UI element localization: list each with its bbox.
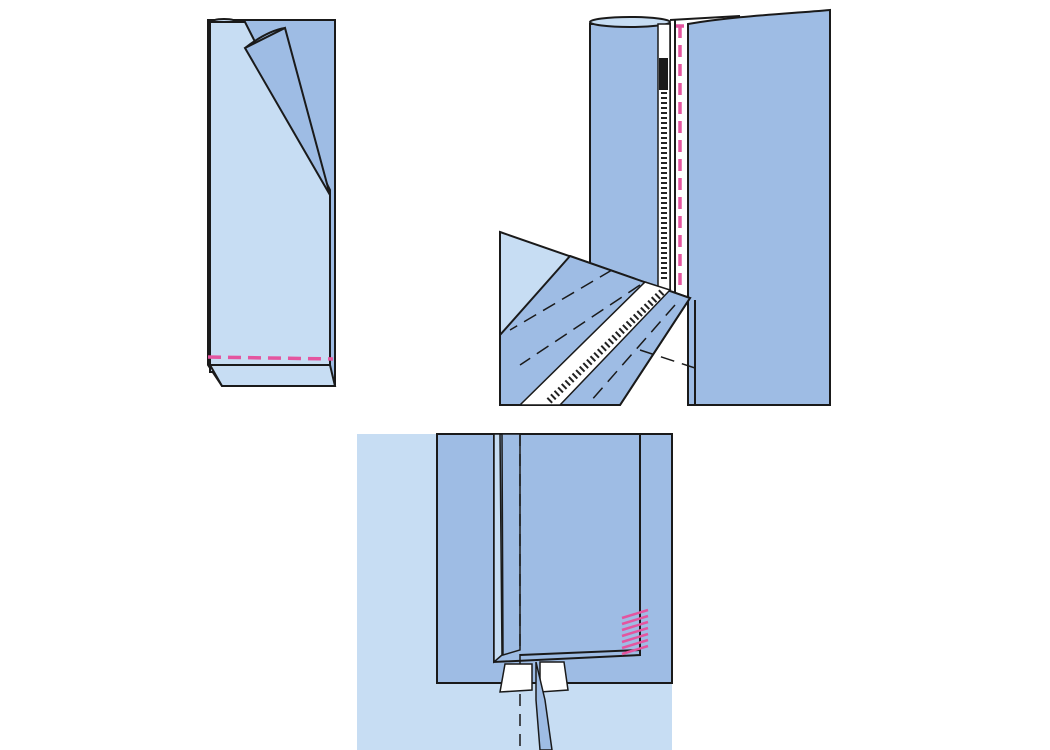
step-2-right-panel [687,8,831,406]
step-3-tape-end-right [539,661,569,693]
step-2-zipper-stop [659,58,668,90]
step-2-zipper-teeth-diagonal [545,289,665,405]
step-1-flap-curl [244,27,286,49]
step-3-tape-end-left [499,663,533,693]
step-3-opening-split [535,661,553,750]
step-3-inner-bottom-edge [519,649,641,656]
step-2-band-stitch-1 [509,269,613,331]
step-1-front-layer [209,21,331,373]
step-2-top-roll [589,16,671,28]
step-3-zipper-placket [501,433,521,657]
step-1-hem-fold [208,364,337,387]
step-1-folded-hem-figure [207,18,337,387]
step-2-zipper-figure [499,8,831,406]
step-2-underlay-stitch [639,349,696,369]
step-2-top-edge [669,15,741,21]
step-1-folded-flap [243,26,331,196]
step-3-bar-tack [621,608,649,656]
step-2-band-stitch-2 [519,284,641,366]
step-3-finished-figure [357,433,673,750]
step-2-pink-stitch [676,24,684,290]
step-3-left-strip [493,433,503,664]
step-1-stitch-line [207,355,334,361]
step-2-diagonal-zipper-tape [518,281,672,406]
